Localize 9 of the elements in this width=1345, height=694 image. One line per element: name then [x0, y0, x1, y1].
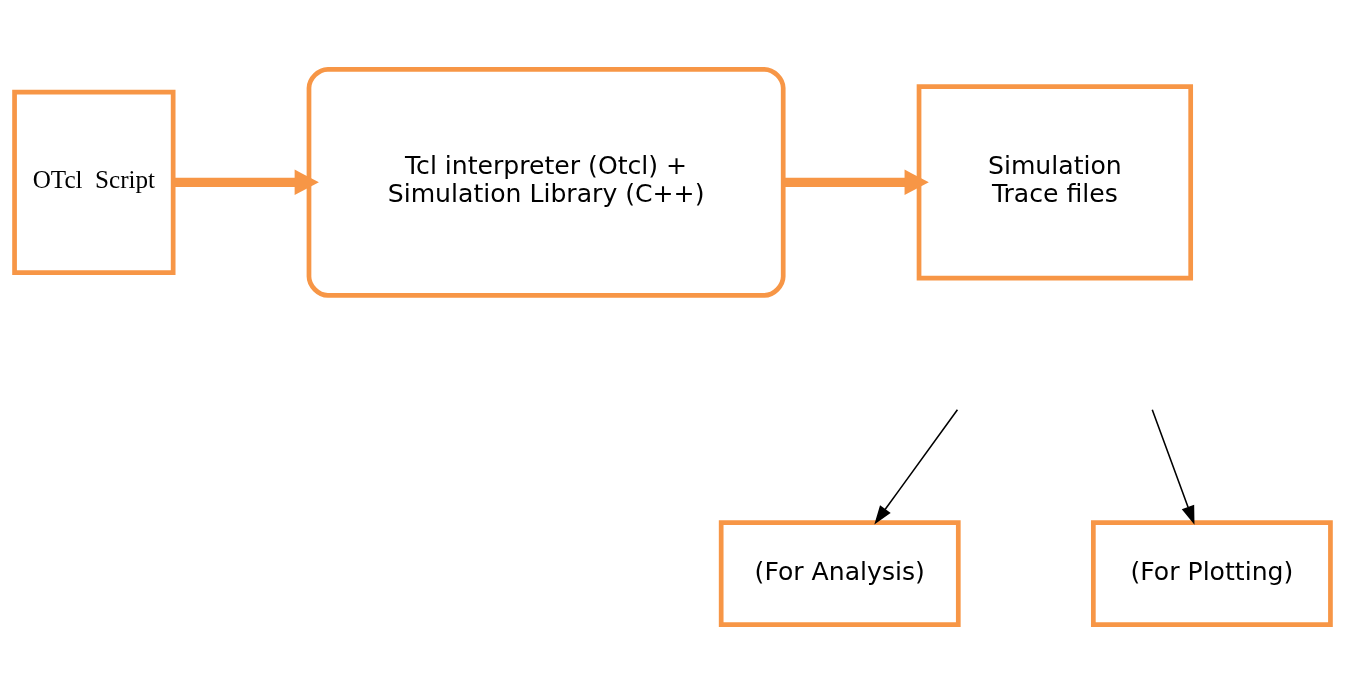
- arrow: [874, 408, 959, 525]
- arrow: [173, 169, 319, 196]
- node-box: OTcl Script: [12, 89, 176, 275]
- arrow: [1151, 408, 1195, 525]
- node-box: (For Analysis): [718, 520, 961, 628]
- node-box: Tcl interpreter (Otcl) + Simulation Library (C++): [306, 66, 786, 298]
- arrow: [783, 169, 929, 196]
- node-box: Simulation Trace files: [916, 84, 1194, 281]
- node-box: (For Plotting): [1090, 520, 1333, 628]
